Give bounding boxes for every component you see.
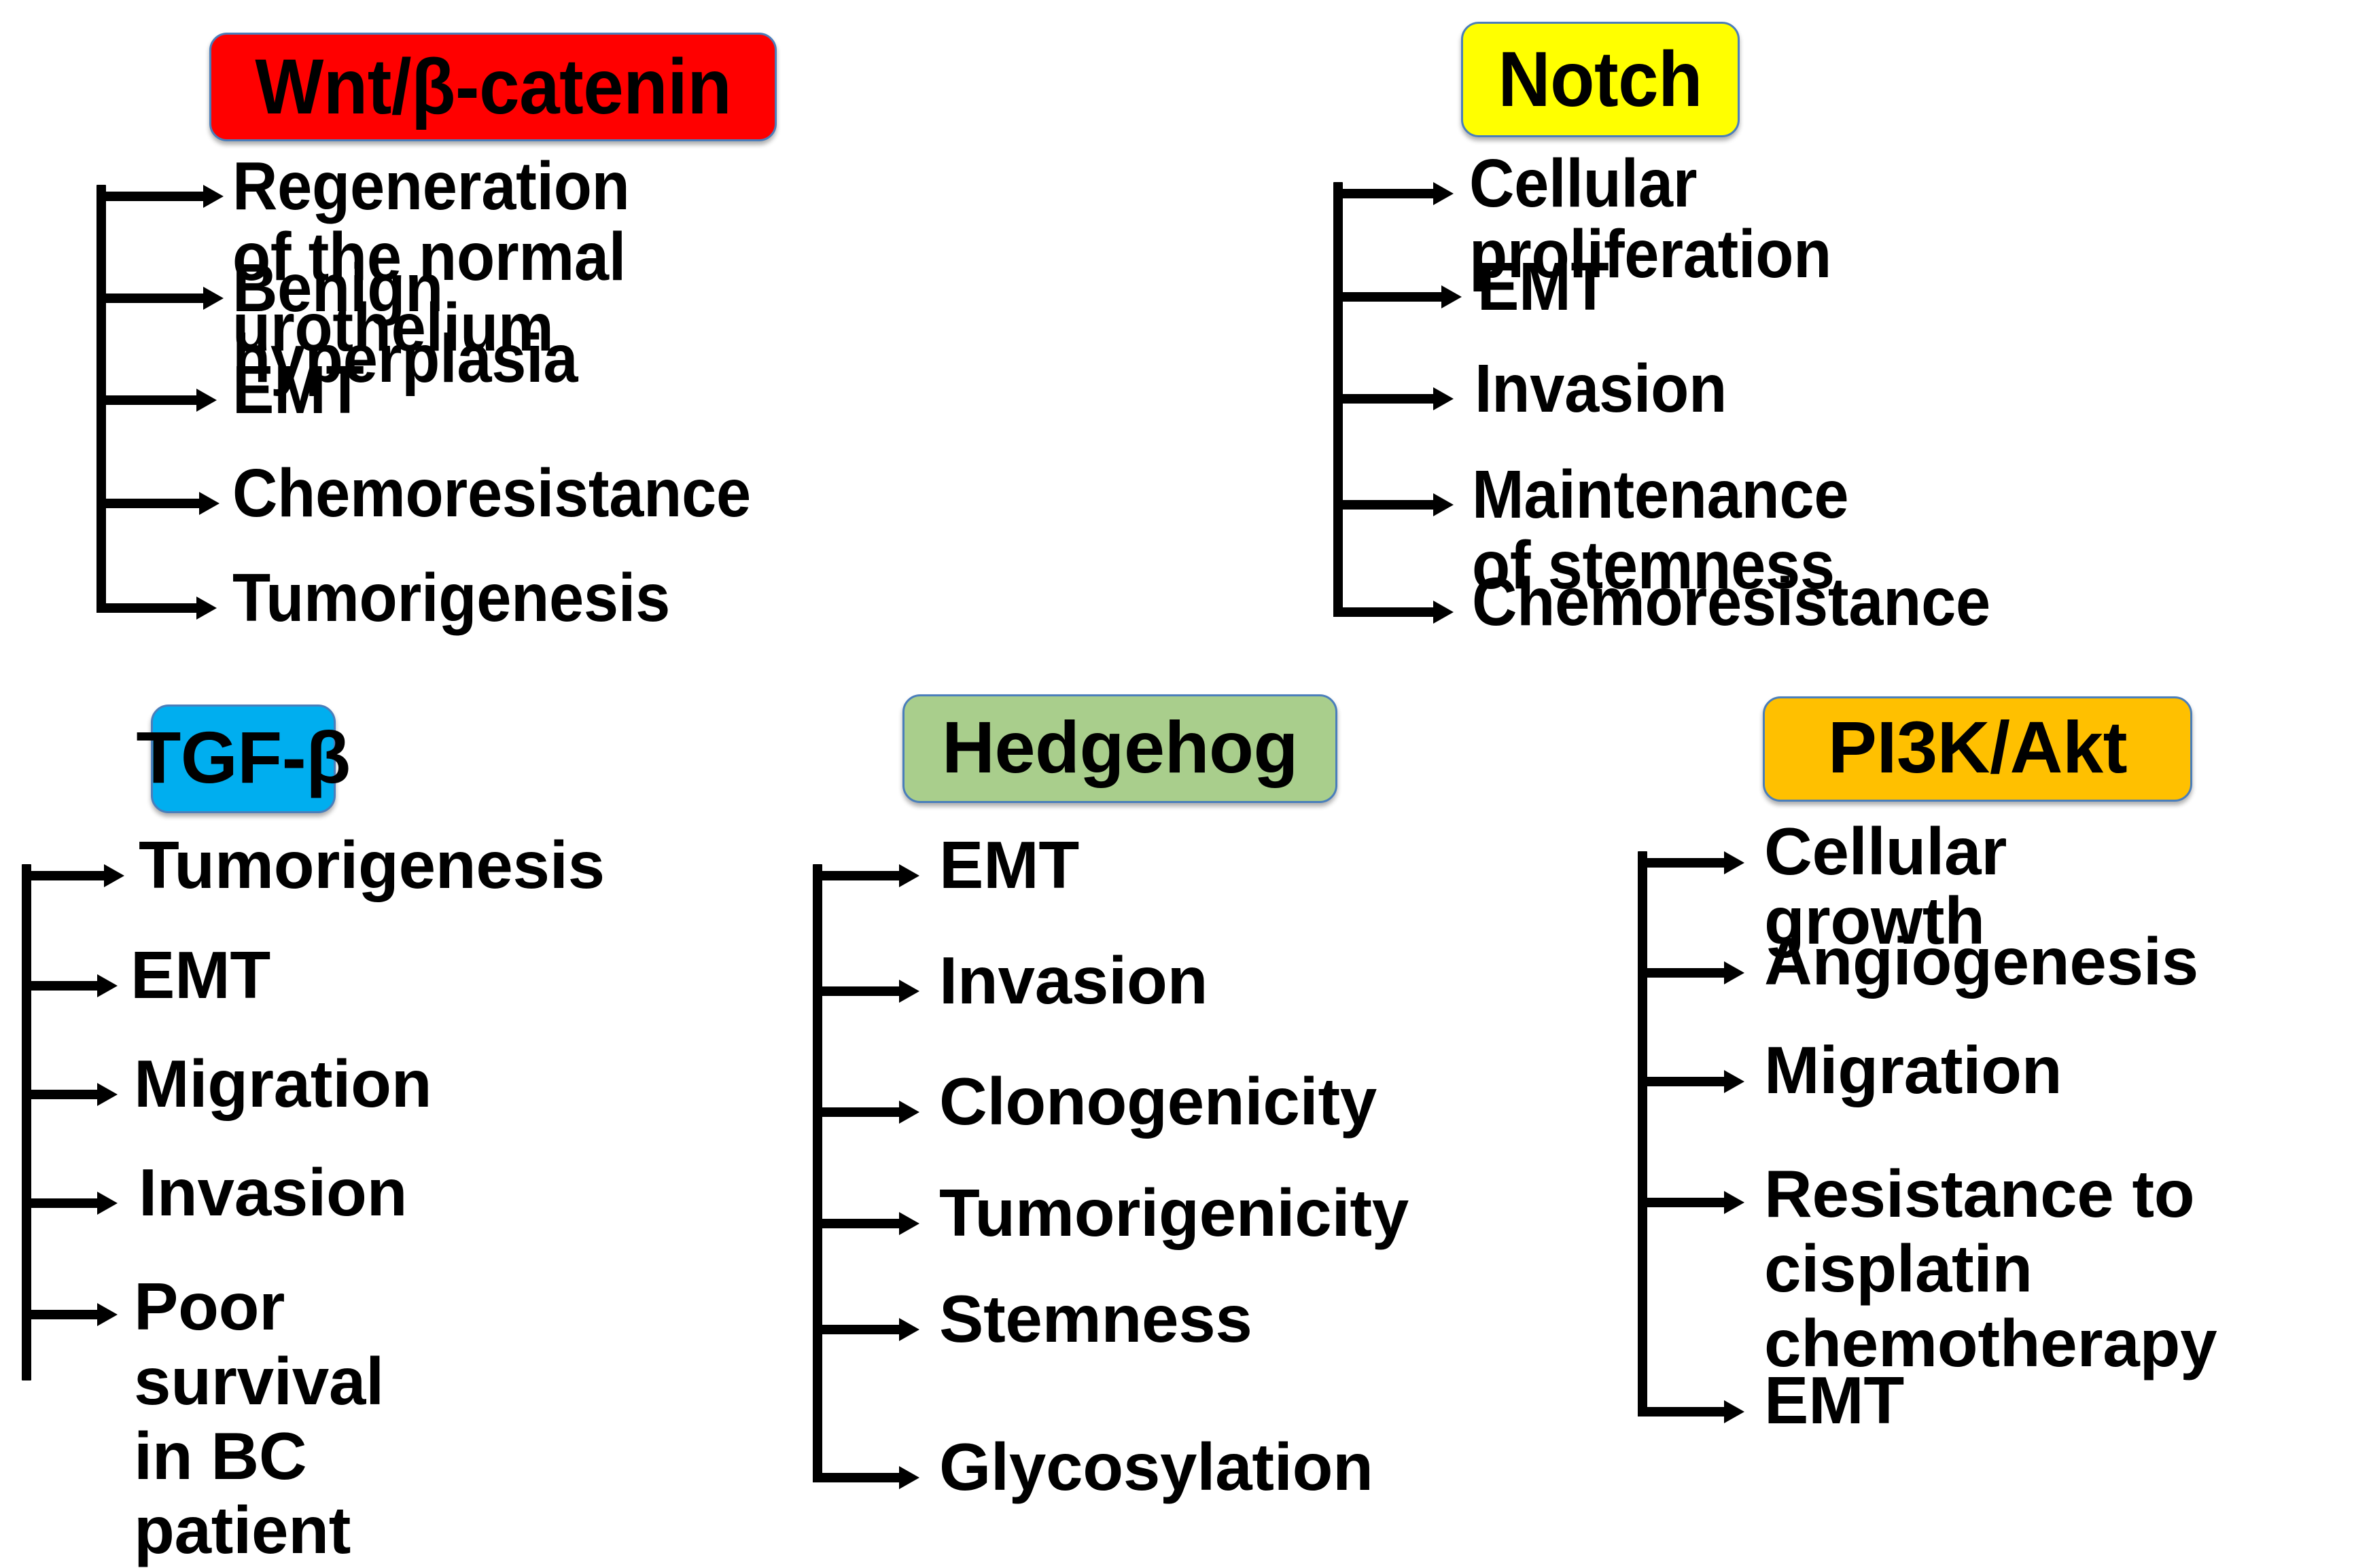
outcome-label: Stemness bbox=[939, 1281, 1252, 1356]
outcome-label: Regeneration of the normal urothelium bbox=[232, 148, 630, 366]
arrow-head-icon bbox=[1724, 851, 1744, 874]
pathway-pill-label-wnt: Wnt/β-catenin bbox=[255, 43, 731, 130]
pathway-pill-notch[interactable]: Notch bbox=[1461, 22, 1740, 137]
arrow-head-icon bbox=[1433, 182, 1454, 205]
branch-arrow bbox=[1333, 182, 1454, 205]
pathway-pill-label-notch: Notch bbox=[1498, 36, 1703, 123]
branch-arrow bbox=[813, 1466, 919, 1489]
pathway-pill-wnt[interactable]: Wnt/β-catenin bbox=[209, 33, 777, 141]
outcome-label: Tumorigenesis bbox=[232, 560, 670, 636]
outcome-label: Glycosylation bbox=[939, 1429, 1373, 1504]
branch-arrow bbox=[1638, 851, 1744, 874]
branch-arrow bbox=[1333, 387, 1454, 410]
branch-arrow bbox=[1638, 961, 1744, 984]
outcome-label: Migration bbox=[1764, 1033, 2062, 1107]
outcome-label: Chemoresistance bbox=[1472, 564, 1990, 640]
arrow-head-icon bbox=[97, 1083, 118, 1106]
outcome-label: Chemoresistance bbox=[232, 455, 751, 531]
arrow-head-icon bbox=[1724, 961, 1744, 984]
arrow-head-icon bbox=[1433, 387, 1454, 410]
branch-arrow bbox=[813, 864, 919, 887]
arrow-head-icon bbox=[1433, 493, 1454, 516]
branch-arrow bbox=[1638, 1191, 1744, 1214]
outcome-label: EMT bbox=[232, 352, 364, 428]
arrow-head-icon bbox=[899, 1212, 919, 1235]
outcome-label: Migration bbox=[134, 1046, 432, 1121]
outcome-label: Invasion bbox=[1475, 351, 1727, 427]
branch-arrow bbox=[1638, 1070, 1744, 1093]
branch-arrow bbox=[813, 1101, 919, 1124]
arrow-head-icon bbox=[899, 1318, 919, 1341]
branch-arrow bbox=[22, 1083, 118, 1106]
branch-arrow bbox=[96, 287, 224, 310]
arrow-head-icon bbox=[97, 1303, 118, 1326]
branch-arrow bbox=[22, 1303, 118, 1326]
arrow-head-icon bbox=[899, 1101, 919, 1124]
branch-arrow bbox=[1333, 493, 1454, 516]
outcome-label: Maintenance of stemness bbox=[1472, 457, 1849, 603]
arrow-head-icon bbox=[1433, 601, 1454, 624]
outcome-label: Poor survival in BC patient bbox=[134, 1269, 385, 1568]
outcome-label: Invasion bbox=[939, 943, 1208, 1018]
pathway-pill-hedgehog[interactable]: Hedgehog bbox=[902, 694, 1337, 803]
outcome-label: Resistance to cisplatin chemotherapy bbox=[1764, 1156, 2217, 1380]
branch-arrow bbox=[813, 980, 919, 1003]
branch-trunk bbox=[1638, 851, 1647, 1410]
outcome-label: Angiogenesis bbox=[1764, 924, 2198, 999]
outcome-label: Cellular growth bbox=[1764, 814, 2007, 958]
branch-arrow bbox=[96, 596, 217, 620]
arrow-head-icon bbox=[1724, 1070, 1744, 1093]
pathway-pill-label-tgfb: TGF-β bbox=[136, 715, 351, 798]
arrow-head-icon bbox=[899, 1466, 919, 1489]
pathway-pill-pi3k[interactable]: PI3K/Akt bbox=[1763, 696, 2192, 802]
branch-arrow bbox=[22, 1192, 118, 1215]
branch-arrow bbox=[22, 864, 124, 887]
outcome-label: Clonogenicity bbox=[939, 1064, 1377, 1139]
branch-arrow bbox=[1638, 1400, 1744, 1423]
branch-arrow bbox=[22, 974, 118, 997]
outcome-label: EMT bbox=[939, 827, 1079, 902]
arrow-head-icon bbox=[196, 596, 217, 620]
branch-arrow bbox=[813, 1212, 919, 1235]
outcome-label: EMT bbox=[1477, 249, 1609, 325]
branch-trunk bbox=[22, 864, 31, 1380]
arrow-head-icon bbox=[1724, 1191, 1744, 1214]
arrow-head-icon bbox=[97, 1192, 118, 1215]
outcome-label: Tumorigenicity bbox=[939, 1175, 1409, 1250]
outcome-label: Invasion bbox=[139, 1155, 408, 1230]
branch-arrow bbox=[96, 492, 219, 515]
branch-arrow bbox=[96, 389, 217, 412]
outcome-label: Benign hyperplasia bbox=[232, 250, 578, 397]
pathway-pill-label-pi3k: PI3K/Akt bbox=[1827, 706, 2128, 788]
arrow-head-icon bbox=[199, 492, 219, 515]
arrow-head-icon bbox=[899, 864, 919, 887]
arrow-head-icon bbox=[104, 864, 124, 887]
outcome-label: EMT bbox=[130, 938, 270, 1012]
branch-arrow bbox=[1333, 285, 1462, 308]
arrow-head-icon bbox=[1441, 285, 1462, 308]
arrow-head-icon bbox=[196, 389, 217, 412]
arrow-head-icon bbox=[203, 185, 224, 208]
diagram-canvas: Wnt/β-catenin Regeneration of the normal… bbox=[22, 22, 2217, 1567]
pathway-pill-label-hedgehog: Hedgehog bbox=[942, 705, 1298, 788]
pathway-pill-tgfb[interactable]: TGF-β bbox=[136, 705, 351, 813]
outcome-label: Tumorigenesis bbox=[139, 827, 605, 902]
arrow-head-icon bbox=[899, 980, 919, 1003]
branch-trunk bbox=[813, 864, 822, 1476]
branch-arrow bbox=[96, 185, 224, 208]
arrow-head-icon bbox=[1724, 1400, 1744, 1423]
branch-arrow bbox=[813, 1318, 919, 1341]
branch-arrow bbox=[1333, 601, 1454, 624]
arrow-head-icon bbox=[203, 287, 224, 310]
outcome-label: EMT bbox=[1764, 1363, 1904, 1438]
arrow-head-icon bbox=[97, 974, 118, 997]
outcome-label: Cellular proliferation bbox=[1469, 145, 1832, 292]
